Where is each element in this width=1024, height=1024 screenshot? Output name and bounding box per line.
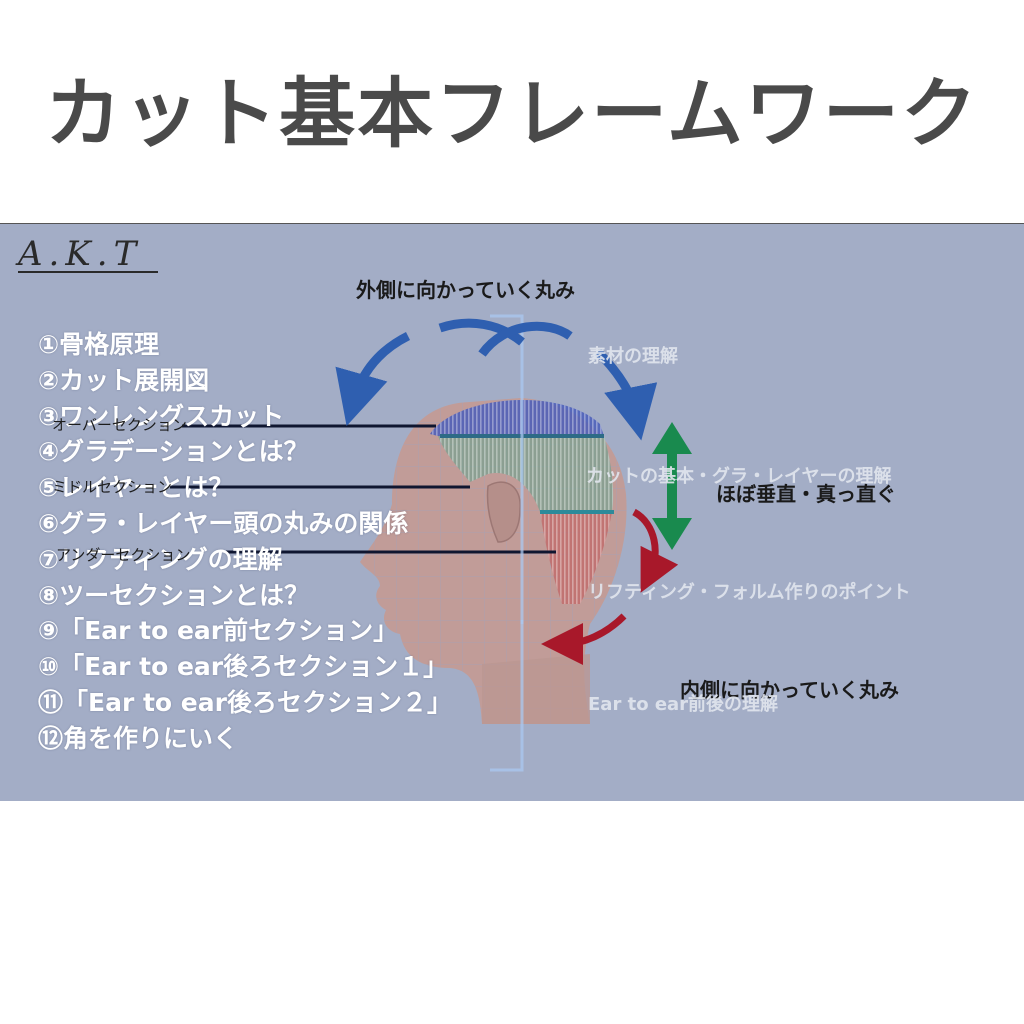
- faint-label-lifting: リフティング・フォルム作りのポイント: [588, 582, 911, 603]
- toc-item: ③ワンレングスカット: [38, 401, 285, 431]
- lower-bracket: [490, 620, 524, 772]
- faint-label-ear-to-ear: Ear to ear前後の理解: [588, 694, 779, 715]
- toc-item: ⑧ツーセクションとは？: [38, 580, 310, 610]
- middle-section-label: ミドルセクション: [52, 478, 173, 496]
- page-title: カット基本フレームワーク: [45, 69, 979, 158]
- green-vertical-arrow: [652, 422, 692, 550]
- faint-label-material: 素材の理解: [588, 346, 678, 367]
- hair-over-section: [430, 400, 604, 436]
- inner-curve-label: 内側に向かっていく丸み: [680, 678, 899, 702]
- blue-arrow-top-2: [478, 321, 573, 357]
- toc-item: ⑩「Ear to ear後ろセクション１」: [38, 652, 449, 682]
- toc-item: ⑤レイヤーとは？: [38, 473, 234, 503]
- logo-underline: [18, 271, 158, 273]
- outer-curve-label: 外側に向かっていく丸み: [356, 278, 575, 302]
- hair-under-section: [540, 512, 612, 604]
- slide-panel: A.K.T 外側に向かっていく丸み ほぼ垂直・真っ直ぐ 内側に向かっていく丸み …: [0, 223, 1024, 801]
- toc-item: ⑨「Ear to ear前セクション」: [38, 616, 399, 646]
- faint-label-cut-basics: カットの基本・グラ・レイヤーの理解: [586, 466, 892, 487]
- blue-arrow-top: [438, 318, 525, 346]
- head-diagram: [170, 314, 692, 772]
- akt-logo: A.K.T: [18, 234, 143, 274]
- toc-item: ④グラデーションとは？: [38, 437, 309, 467]
- under-section-label: アンダーセクション: [56, 546, 191, 564]
- hair-middle-section: [438, 436, 614, 512]
- toc-item: ②カット展開図: [38, 365, 210, 395]
- red-arrow-upper: [632, 508, 679, 593]
- toc-list: ①骨格原理 ②カット展開図 ③ワンレングスカット ④グラデーションとは？ ⑤レイ…: [38, 327, 452, 757]
- toc-item: ⑦リフティングの理解: [38, 544, 283, 574]
- toc-item: ⑫角を作りにいく: [38, 723, 239, 753]
- toc-item: ⑥グラ・レイヤー頭の丸みの関係: [38, 508, 409, 538]
- toc-item: ①骨格原理: [38, 330, 160, 359]
- upper-bracket: [490, 314, 524, 624]
- over-section-label: オーバーセクション: [52, 416, 187, 434]
- toc-item: ⑪「Ear to ear後ろセクション２」: [38, 687, 452, 717]
- blue-arrow-right: [594, 348, 658, 441]
- vertical-straight-label: ほぼ垂直・真っ直ぐ: [716, 482, 896, 506]
- blue-arrow-left: [335, 331, 411, 426]
- red-arrow-lower: [541, 613, 627, 665]
